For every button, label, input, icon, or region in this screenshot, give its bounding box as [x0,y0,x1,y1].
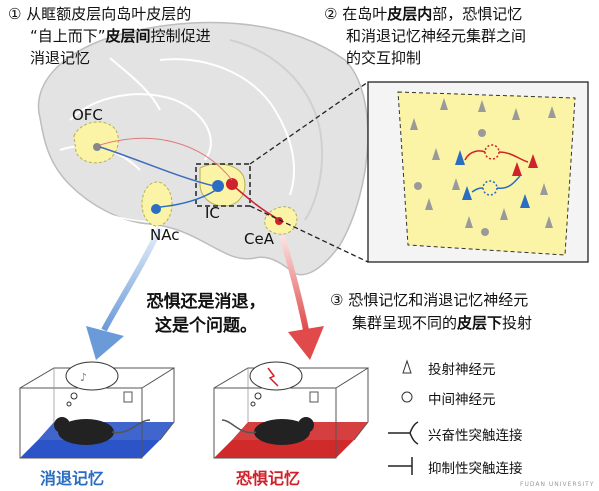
fear-caption: 恐惧记忆 [236,469,301,488]
note3-text-2b: 皮层下 [457,314,503,332]
question-line-2: 这是个问题。 [155,316,257,336]
nac-label: NAc [150,226,180,244]
nac-region [141,181,173,227]
legend-excitatory-label: 兴奋性突触连接 [428,428,523,444]
zoom-gray-triangles [410,98,556,228]
ic-label: IC [205,204,220,222]
legend-excitatory-icon [388,421,419,445]
svg-text:♪: ♪ [80,371,87,384]
ofc-to-ic-projection [99,146,215,187]
ofc-region [73,121,119,164]
zoom-gray-circles [414,129,489,236]
note2-line2: 和消退记忆神经元集群之间 [346,27,527,45]
legend-projection-label: 投射神经元 [428,362,496,378]
note1-number: ① [8,5,22,23]
ofc-neuron [93,143,101,151]
note3-text-1: 恐惧记忆和消退记忆神经元 [348,291,529,309]
zoom-blue-connection [471,175,521,193]
zoom-red-neurons [512,154,538,176]
red-arrow-shaft [279,235,309,331]
blue-arrow-head [86,326,124,360]
note3-line2: 集群呈现不同的皮层下投射 [352,313,532,333]
legend-triangle-icon [402,359,412,374]
note2-text-1a: 在岛叶 [342,5,388,23]
ic-neuron-red [226,178,238,190]
legend-circle-icon [401,391,413,403]
legend-inhibitory-label: 抑制性突触连接 [428,461,523,477]
ic-zoom-box [195,163,251,207]
legend-interneuron-label: 中间神经元 [428,392,496,408]
question-line-1: 恐惧还是消退， [146,292,266,312]
note1-line3: 消退记忆 [30,49,91,67]
watermark: FUDAN UNIVERSITY [520,481,595,488]
ofc-to-ic-red-projection [99,137,233,181]
extinction-box: ♪ [19,361,175,459]
cea-label: CeA [244,230,274,248]
ofc-label: OFC [72,106,103,124]
zoom-line-bottom [249,205,369,263]
note1-text-2a: “自上而下” [30,27,106,45]
zoom-red-connection [464,150,529,163]
ic-to-cea-projection [235,187,279,220]
zoom-blue-neurons [455,150,530,208]
note3-line1: ③ 恐惧记忆和消退记忆神经元 [330,290,528,310]
red-arrow-head [288,326,324,360]
blue-arrow-shaft [101,226,163,332]
zoom-insula-area [397,91,576,256]
note2-line1: ② 在岛叶皮层内部，恐惧记忆 [324,4,522,24]
note1-text-1: 从眶额皮层向岛叶皮层的 [26,5,192,23]
note2-text-1b: 皮层内 [387,5,433,23]
note2-number: ② [324,5,338,23]
extinction-caption: 消退记忆 [40,469,105,488]
fear-box [213,361,369,459]
ic-to-nac-projection [159,189,217,208]
note2-text-1c: 部，恐惧记忆 [432,5,523,23]
note1-line1: ① 从眶额皮层向岛叶皮层的 [8,4,191,24]
ic-neuron-blue [212,180,224,192]
note3-number: ③ [330,291,344,309]
note3-text-2a: 集群呈现不同的 [352,314,458,332]
note2-line3: 的交互抑制 [346,49,422,67]
note1-text-2c: 控制促进 [150,27,211,45]
note1-line2: “自上而下”皮层间控制促进 [30,26,211,46]
nac-neuron [151,204,161,214]
note3-text-2c: 投射 [502,314,533,332]
question-text: 恐惧还是消退， 这是个问题。 [126,290,286,338]
note1-text-2b: 皮层间 [105,27,151,45]
legend-inhibitory-icon [388,457,413,475]
